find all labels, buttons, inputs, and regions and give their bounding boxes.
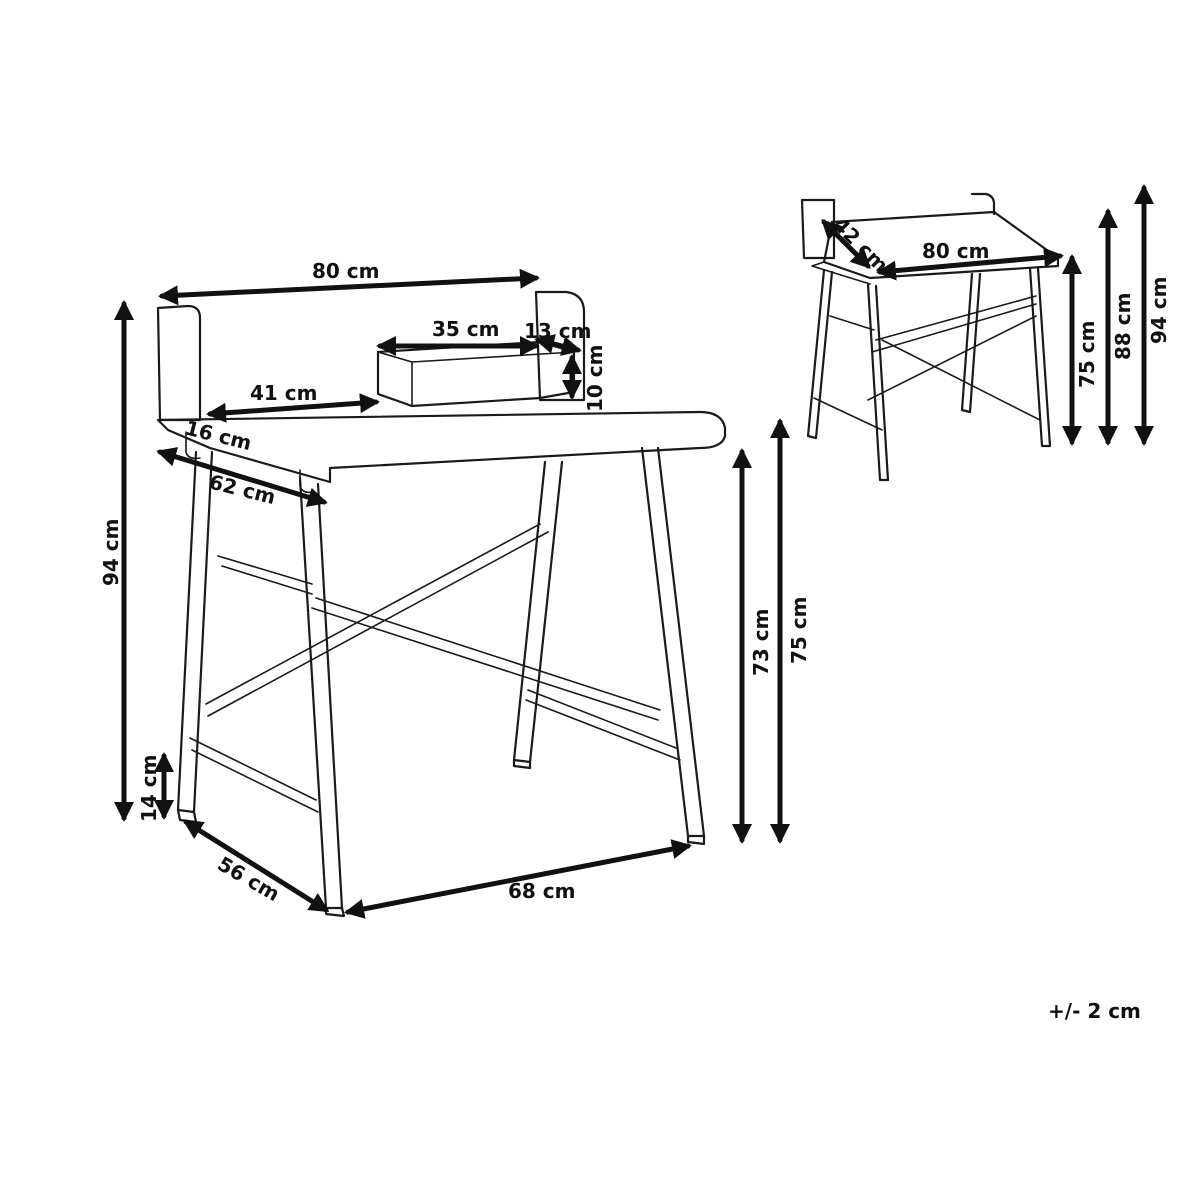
label-side-panel-depth: 16 cm <box>183 416 254 456</box>
leg-back-right <box>640 446 706 838</box>
main-dimension-arrows <box>114 268 790 919</box>
label-leg-height-outer: 75 cm <box>787 597 811 665</box>
label-bar-height: 14 cm <box>137 755 161 823</box>
desk-top-front-edge <box>329 447 701 469</box>
back-panel-right <box>534 290 586 402</box>
tolerance-note: +/- 2 cm <box>1048 999 1141 1023</box>
leg-back-left <box>512 460 564 764</box>
label-total-height: 94 cm <box>99 519 123 587</box>
back-panel <box>156 304 202 422</box>
side-legs <box>806 266 1052 482</box>
side-braces <box>813 295 1041 431</box>
cross-brace <box>205 523 661 721</box>
main-desk <box>156 290 727 918</box>
label-side-height-raised: 88 cm <box>1111 293 1135 361</box>
label-desk-gap: 41 cm <box>250 381 318 405</box>
leg-front-left <box>176 450 214 814</box>
label-leg-height-inner: 73 cm <box>749 609 773 677</box>
side-dimension-arrows <box>821 184 1154 446</box>
label-side-height-total: 94 cm <box>1147 277 1171 345</box>
label-shelf-width: 35 cm <box>432 317 500 341</box>
side-bar-right <box>525 689 681 761</box>
label-frame-width: 68 cm <box>508 879 576 903</box>
label-shelf-height: 10 cm <box>583 345 607 413</box>
label-width-top: 80 cm <box>312 259 380 283</box>
riser-shelf <box>376 340 576 408</box>
label-shelf-depth: 13 cm <box>524 319 592 343</box>
leg-front-right <box>298 476 344 910</box>
main-labels: 80 cm 35 cm 13 cm 10 cm 41 cm 16 cm 62 c… <box>99 259 811 906</box>
side-bar-left <box>189 555 319 813</box>
label-side-height-desk: 75 cm <box>1075 321 1099 389</box>
label-side-top-width: 80 cm <box>922 239 990 263</box>
